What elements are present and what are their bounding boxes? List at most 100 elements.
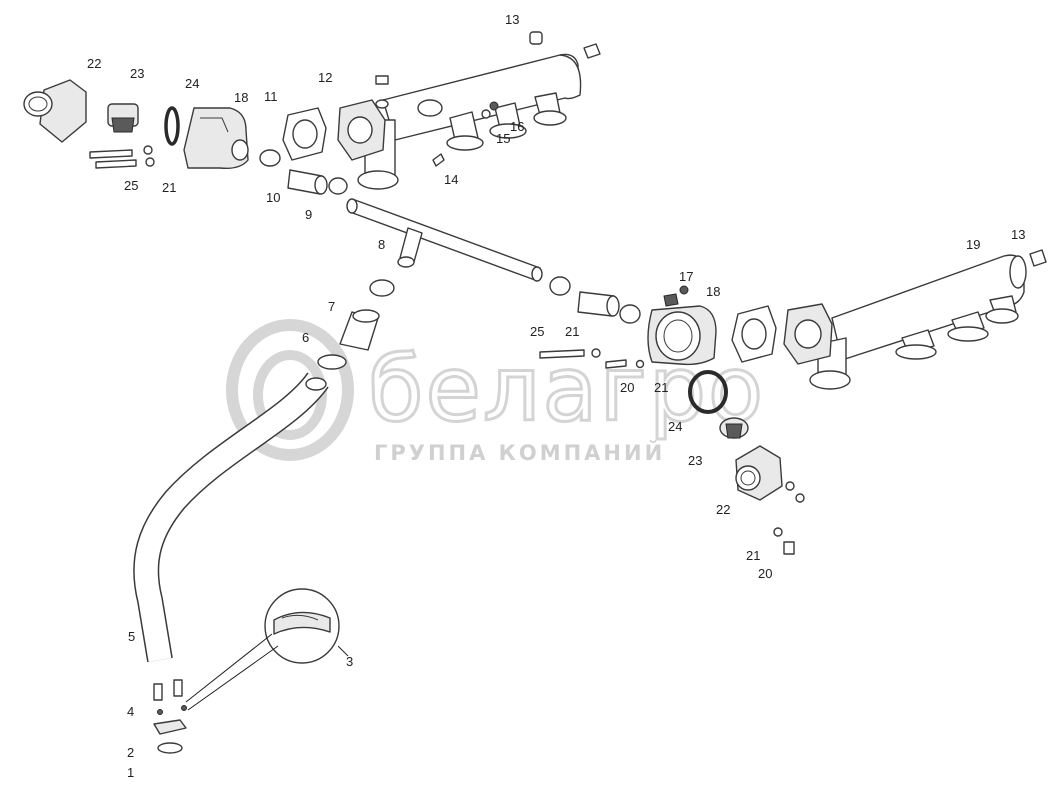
washer-upper-2 [145,157,155,167]
bolt-upper-2 [95,159,137,169]
hose-7-top [352,309,380,323]
label-3: 3 [346,654,353,669]
housing-lower-boss [663,293,679,307]
label-24-upper: 24 [185,76,199,91]
clamp-upper-a [259,149,281,167]
clamp-mid-upper [369,279,395,297]
long-hose-top-end [305,377,327,391]
watermark-subtitle: ГРУППА КОМПАНИЙ [374,440,665,465]
part-8-tee-pipe [346,198,543,282]
nut-4a [157,709,163,715]
lower-manifold-end [1009,255,1027,289]
label-20-lower: 20 [620,380,634,395]
label-21-lower: 21 [565,324,579,339]
label-21-lower-b: 21 [654,380,668,395]
upper-manifold-flange-2 [489,123,527,139]
fitting-15 [481,109,491,119]
cover-upper-outlet [23,91,53,117]
washer-right-b [795,493,805,503]
washer-lower-21 [591,348,601,358]
lower-manifold-flange-3 [985,308,1019,324]
label-21-upper: 21 [162,180,176,195]
part-18-housing-upper [183,107,249,170]
lower-water-manifold [783,254,1027,390]
label-18-lower: 18 [706,284,720,299]
fitting-16 [489,101,499,111]
leader-lines [185,633,349,711]
label-8: 8 [378,237,385,252]
part-5-long-hose [133,372,329,663]
label-9: 9 [305,207,312,222]
screw-right [783,541,795,555]
label-20-right: 20 [758,566,772,581]
clamp-6 [317,354,347,370]
upper-water-manifold [337,53,582,190]
bolt-lower-20 [605,359,627,369]
label-1: 1 [127,765,134,780]
thermostat-lower-core [725,423,743,439]
label-18-upper: 18 [234,90,248,105]
label-6: 6 [302,330,309,345]
small-fittings-upper [375,75,499,167]
bolts-upper [89,145,155,169]
ring-lower-24 [688,370,728,414]
watermark-ring-outer [226,319,354,461]
cover-lower-outlet [735,465,761,491]
nut-17 [679,285,689,295]
bracket-2 [153,719,187,735]
gasket-upper-hole [292,119,318,149]
part-24-ring-upper [164,106,180,146]
label-13-right: 13 [1011,227,1025,242]
clamp-lower-b [619,304,641,324]
hose-upper-group [259,149,348,195]
part-13-cap [529,31,601,59]
label-21-right: 21 [746,548,760,563]
housing-upper-detail [200,117,229,133]
gasket-lower-hole [741,318,767,350]
tee-pipe-branch-end [397,256,415,268]
hose-lower-end [606,295,620,317]
label-19: 19 [966,237,980,252]
ring-1 [157,742,183,754]
label-22-upper: 22 [87,56,101,71]
cover-upper-outlet-inner [28,96,48,112]
part-13-plug-right [1029,249,1047,267]
label-23-upper: 23 [130,66,144,81]
part-22-cover-upper [23,79,87,143]
tee-pipe-left-end [346,198,358,214]
callout-labels: 22 23 24 18 11 12 13 16 15 14 25 21 10 9… [87,12,1025,780]
label-13-upper: 13 [505,12,519,27]
label-12: 12 [318,70,332,85]
long-hose-fill [134,373,328,662]
detail-clamp-band [273,611,331,635]
lower-manifold-flange-1 [895,344,937,360]
upper-manifold-mount-hole [347,116,373,144]
label-11: 11 [264,89,278,104]
leader-3a [185,633,273,703]
upper-manifold-bottom-flange [357,170,399,190]
part-3-clamp-detail [264,588,340,664]
upper-manifold-port [417,99,443,117]
washer-right-a [785,481,795,491]
plug-body [583,43,601,59]
housing-upper-port [231,139,249,161]
screw-4a [153,683,163,701]
label-25-upper: 25 [124,178,138,193]
clamp-9 [328,177,348,195]
lower-manifold-flange-2 [947,326,989,342]
bolt-lower-25 [539,349,585,359]
part-22-cover-lower [735,445,783,501]
bolts-lower [539,348,645,369]
leader-3c [337,645,349,657]
label-4: 4 [127,704,134,719]
stud-14 [432,153,445,167]
ring-upper [164,106,180,146]
label-23-lower: 23 [688,453,702,468]
housing-lower-face-inner [663,319,693,353]
fasteners-lower-right [773,481,805,555]
part-23-thermostat-upper [107,103,139,133]
label-25-lower: 25 [530,324,544,339]
hose-lower-group [549,276,641,324]
thermostat-upper-spring [111,117,135,133]
